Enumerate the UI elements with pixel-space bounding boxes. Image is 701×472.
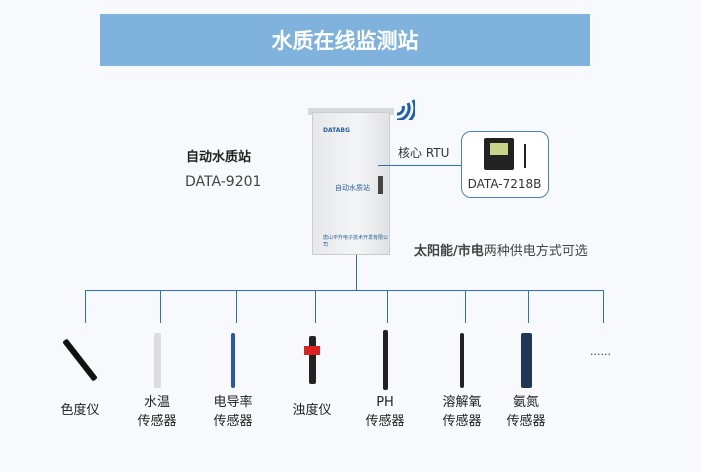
label-line1: PH bbox=[376, 395, 394, 410]
cabinet-company: 唐山平升电子技术开发有限公司 bbox=[323, 235, 389, 248]
rtu-model: DATA-7218B bbox=[467, 177, 542, 191]
rtu-label: 核心 RTU bbox=[398, 146, 450, 160]
antenna-icon bbox=[524, 144, 526, 168]
cabinet-handle bbox=[378, 176, 383, 194]
cabinet-roof bbox=[308, 108, 394, 115]
label-line1: 电导率 bbox=[213, 395, 253, 410]
turbidity-meter-image bbox=[308, 336, 316, 384]
label-line2: 色度仪 bbox=[60, 403, 100, 418]
color-meter-label: 色度仪 bbox=[45, 401, 115, 420]
label-line2: 传感器 bbox=[506, 414, 546, 429]
station-name: 自动水质站 bbox=[186, 150, 252, 165]
label-line1: 溶解氧 bbox=[442, 395, 482, 410]
ammonia-nitrogen-sensor-label: 氨氮传感器 bbox=[491, 393, 561, 431]
turbidity-meter-label: 浊度仪 bbox=[277, 401, 347, 420]
label-line2: 传感器 bbox=[442, 414, 482, 429]
color-meter-image bbox=[62, 338, 98, 382]
rtu-connector bbox=[378, 165, 461, 166]
ammonia-nitrogen-sensor-image bbox=[520, 332, 532, 388]
ph-sensor-image bbox=[382, 330, 388, 390]
water-temp-sensor-label: 水温传感器 bbox=[122, 393, 192, 431]
more-sensors: ...... bbox=[590, 345, 611, 358]
cabinet-label: 自动水质站 bbox=[335, 184, 370, 192]
power-rest: 两种供电方式可选 bbox=[483, 244, 588, 259]
rtu-device-image bbox=[484, 138, 514, 170]
drop-line bbox=[528, 290, 529, 323]
label-line2: 传感器 bbox=[137, 414, 177, 429]
water-temp-sensor-image bbox=[153, 332, 161, 388]
cabinet-brand: DATABG bbox=[323, 127, 350, 134]
label-line1: 氨氮 bbox=[512, 395, 539, 410]
label-line1: 水温 bbox=[143, 395, 170, 410]
drop-line bbox=[85, 290, 86, 323]
conductivity-sensor-label: 电导率传感器 bbox=[198, 393, 268, 431]
power-bold: 太阳能/市电 bbox=[414, 244, 484, 259]
drop-line bbox=[236, 290, 237, 323]
water-station-cabinet: DATABG 自动水质站 唐山平升电子技术开发有限公司 bbox=[312, 112, 390, 255]
title-banner: 水质在线监测站 bbox=[100, 14, 590, 66]
drop-line bbox=[603, 290, 604, 323]
label-line2: 传感器 bbox=[213, 414, 253, 429]
drop-line bbox=[387, 290, 388, 323]
power-note: 太阳能/市电两种供电方式可选 bbox=[414, 240, 588, 259]
station-model: DATA-9201 bbox=[185, 174, 262, 190]
trunk-line bbox=[356, 255, 357, 291]
label-line2: 浊度仪 bbox=[292, 403, 332, 418]
bus-line bbox=[85, 290, 604, 291]
drop-line bbox=[315, 290, 316, 323]
dissolved-oxygen-sensor-label: 溶解氧传感器 bbox=[427, 393, 497, 431]
drop-line bbox=[160, 290, 161, 323]
wifi-signal-icon bbox=[396, 99, 415, 120]
dissolved-oxygen-sensor-image bbox=[460, 332, 464, 388]
rtu-box: DATA-7218B bbox=[461, 131, 549, 198]
label-line2: 传感器 bbox=[365, 414, 405, 429]
drop-line bbox=[465, 290, 466, 323]
ph-sensor-label: PH 传感器 bbox=[350, 393, 420, 431]
conductivity-sensor-image bbox=[231, 332, 235, 388]
turbidity-red-cap bbox=[304, 346, 320, 355]
